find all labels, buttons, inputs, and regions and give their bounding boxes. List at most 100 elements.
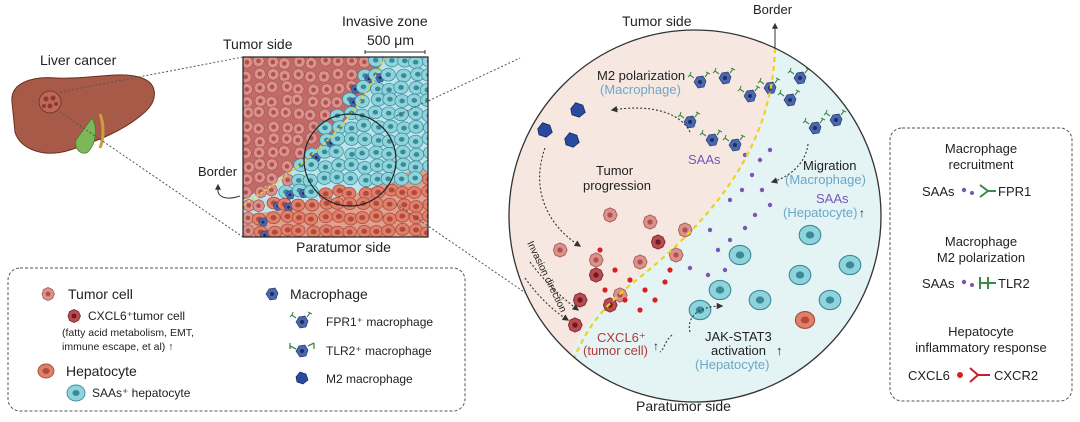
tissue-saas-hepatocyte [421,108,428,123]
macrophage-icon [265,287,279,301]
tissue-tumor-cell [319,57,333,67]
cxcl6-tumor-cell [650,234,666,250]
tissue-hepatocyte [382,212,398,226]
tissue-tumor-cell [306,95,320,109]
process-arrows [524,105,809,353]
tissue-hepatocyte [306,225,321,237]
hepatocyte [849,321,871,339]
tissue-saas-hepatocyte [384,57,400,68]
legend-m2-macrophage: M2 macrophage [326,372,413,386]
tissue-saas-hepatocyte [423,145,428,160]
recruit-title-2: recruitment [948,157,1013,172]
migration-label: Migration [803,158,856,173]
mechanism-panel [889,127,1073,402]
tissue-tumor-cell [304,57,318,70]
tissue-tumor-cell [252,105,266,119]
fpr1-macrophage-icon [290,312,312,328]
tissue-tumor-cell [345,67,359,82]
jak-sub: (Hepatocyte) [695,357,769,372]
tumor-cell [677,222,693,238]
tissue-tumor-cell [303,108,317,122]
legend-saas-hepatocyte: SAAs⁺ hepatocyte [92,386,191,400]
tissue-saas-hepatocyte [381,147,397,161]
cxcl6-tumor-cell [588,267,604,283]
tissue-tumor-cell [317,69,331,84]
legend-fpr1-macrophage: FPR1⁺ macrophage [326,315,433,329]
tissue-saas-hepatocyte [368,57,384,68]
tissue-saas-hepatocyte [408,119,424,134]
tissue-hepatocyte [331,210,347,223]
saas-label: SAAs [688,152,721,167]
zoom-line-top [59,56,244,93]
legend-cxcl6-note-1: (fatty acid metabolism, EMT, [62,327,194,339]
tissue-tumor-cell [278,57,291,71]
cxcl6-molecule [642,287,648,293]
recruit-title-1: Macrophage [945,141,1017,156]
tissue-hepatocyte [369,225,384,237]
cxcl6-molecule [652,297,658,303]
tissue-saas-hepatocyte [367,105,383,120]
saa-molecule [742,225,748,231]
liver-title: Liver cancer [40,52,117,68]
tissue-hepatocyte [368,209,384,223]
tissue-hepatocyte [421,172,428,186]
m2-polarization-label: M2 polarization [597,68,685,83]
hep-title-2: inflammatory response [915,340,1047,355]
tissue-tumor-cell [267,105,281,119]
legend-tlr2-macrophage: TLR2⁺ macrophage [326,344,432,358]
tissue-saas-hepatocyte [357,132,373,147]
saas-hep-label: SAAs [816,191,849,206]
tissue-hepatocyte [407,186,422,199]
cxcl6-tumor-cell [567,317,583,333]
tumor-cell [642,214,658,230]
tissue-tumor-cell [278,69,292,83]
tissue-tumor-cell [265,171,279,186]
tissue-tumor-cell [292,67,306,82]
tumor-progression-1: Tumor [596,163,634,178]
cxcl6-sub: (tumor cell) [583,343,648,358]
saas-hepatocyte [748,289,772,311]
tissue-tumor-cell [254,94,267,108]
cxcl6-tumor-cell [572,292,588,308]
saa-molecule [707,227,713,233]
saa-molecule [715,247,721,253]
recruit-fpr1: FPR1 [998,184,1031,199]
tissue-saas-hepatocyte [394,132,410,147]
saas-hep-sub: (Hepatocyte) [783,205,857,220]
saas-hepatocyte [798,224,822,246]
tissue-tumor-cell [265,80,279,94]
tissue-hepatocyte [421,209,428,223]
tissue-saas-hepatocyte [408,147,425,162]
saa-molecule [687,265,693,271]
tlr2-binding-icon [961,277,996,289]
tissue-saas-hepatocyte [329,170,345,185]
circle-paratumor-side: Paratumor side [636,398,731,414]
tissue-hepatocyte [381,224,396,237]
tissue-tumor-cell [330,95,344,109]
tissue-hepatocyte [303,212,319,226]
tissue-tumor-cell [243,185,253,199]
cxcl6-molecule [612,267,618,273]
tissue-tumor-cell [253,67,267,81]
tissue-hepatocyte [318,210,333,224]
cxcl6-molecule [602,287,608,293]
tissue-tumor-cell [280,79,294,94]
saas-hepatocyte [818,289,842,311]
tumor-cell [632,254,648,270]
tissue-tumor-cell [252,121,266,136]
tissue-tumor-cell [291,133,305,147]
tissue-tumor-cell [253,135,267,149]
tissue-hepatocyte [304,198,320,212]
tumor-cell [588,252,604,268]
tissue-hepatocyte [290,224,306,237]
tissue-hepatocyte [266,211,281,225]
tissue-saas-hepatocyte [395,145,411,159]
tissue-hepatocyte [291,211,307,225]
tissue-saas-hepatocyte [317,121,333,135]
tissue-saas-hepatocyte [408,134,424,149]
tissue-tumor-cell [277,144,291,158]
saas-hepatocyte [728,244,752,266]
tissue-saas-hepatocyte [422,121,428,135]
circle-tumor-side: Tumor side [622,13,692,29]
tissue-tumor-cell [280,159,294,174]
